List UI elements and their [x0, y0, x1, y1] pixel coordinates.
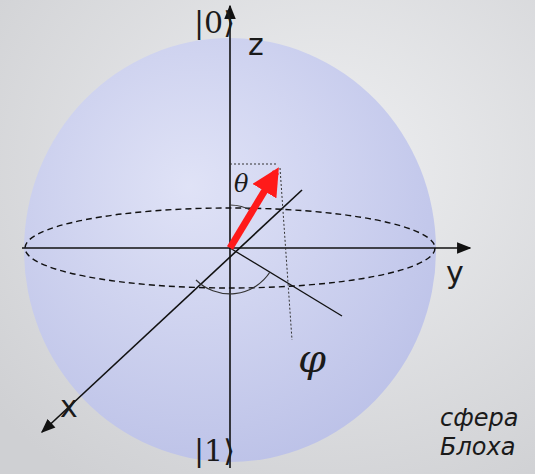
phi-arc	[196, 272, 270, 294]
axis-label: z	[248, 30, 264, 60]
y-axis	[22, 247, 470, 249]
axis-label: x	[60, 392, 78, 422]
x-axis	[42, 190, 302, 432]
theta-arc	[230, 205, 252, 211]
state-vector	[230, 172, 276, 248]
angle-label: θ	[234, 172, 248, 196]
projection-line	[230, 248, 342, 316]
z-axis	[229, 6, 231, 468]
guide-line	[230, 164, 276, 165]
angle-label: φ	[298, 338, 326, 378]
state-label: |1⟩	[194, 436, 235, 466]
caption-text: сфера Блоха	[440, 404, 530, 462]
guide-line	[280, 168, 292, 340]
axis-label: y	[446, 258, 464, 288]
state-label: |0⟩	[194, 8, 235, 38]
